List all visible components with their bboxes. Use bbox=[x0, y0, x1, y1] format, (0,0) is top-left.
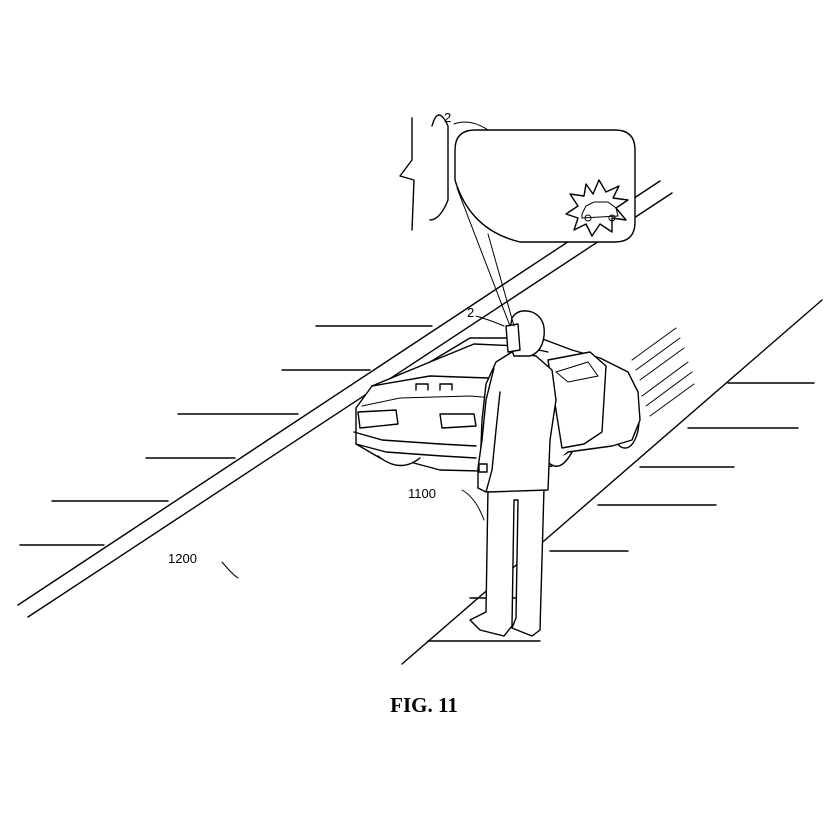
projection-lines bbox=[456, 187, 515, 327]
label-user: 1100 bbox=[408, 486, 436, 501]
label-road: 1200 bbox=[168, 551, 197, 566]
headset-view-callout bbox=[399, 114, 636, 243]
road-hatching-left bbox=[19, 325, 433, 546]
reference-leaders bbox=[221, 315, 505, 579]
motion-lines bbox=[631, 327, 695, 417]
sidewalk-edge bbox=[401, 299, 823, 665]
road-median bbox=[17, 180, 673, 618]
user-figure bbox=[469, 310, 557, 637]
label-device-on-user: 2 bbox=[467, 305, 474, 320]
label-device-callout: 2 bbox=[444, 110, 451, 125]
figure-caption: FIG. 11 bbox=[390, 693, 458, 717]
